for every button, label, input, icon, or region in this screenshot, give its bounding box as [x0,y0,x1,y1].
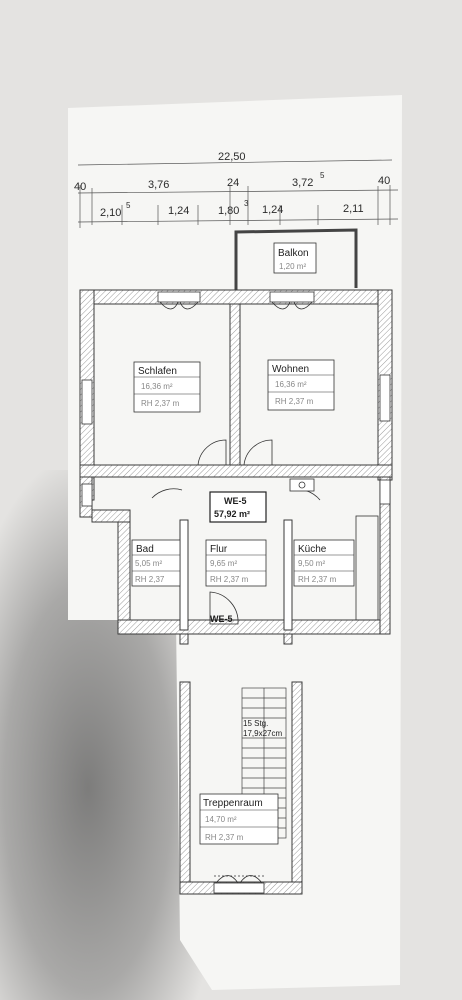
dimension-lines [77,159,399,228]
room-schlafen: Schlafen 16,36 m² RH 2,37 m [133,361,201,413]
flur-area: 9,65 m² [210,559,237,568]
bad-height: RH 2,37 [135,575,165,584]
dim-r2-g: 2,11 [343,203,364,215]
dim-r2-a: 2,10 [100,207,121,219]
room-bad: Bad 5,05 m² RH 2,37 [131,539,181,587]
room-treppenraum: Treppenraum 14,70 m² RH 2,37 m [199,793,279,845]
wohnen-name: Wohnen [272,364,309,375]
treppenraum-name: Treppenraum [203,798,263,809]
balkon: Balkon 1,20 m² [234,228,358,290]
wohnen-height: RH 2,37 m [275,397,314,406]
dim-r2-f: 1,24 [262,204,283,216]
room-wohnen: Wohnen 16,36 m² RH 2,37 m [267,359,335,411]
flur-name: Flur [210,544,228,555]
stairs-size: 17,9x27cm [243,729,282,738]
flur-height: RH 2,37 m [210,575,249,584]
bad-area: 5,05 m² [135,559,162,568]
dim-r1-d: 3,72 [292,177,313,189]
dim-r2-d: 1,80 [218,205,239,217]
treppenraum-height: RH 2,37 m [205,833,244,842]
dim-r1-c: 24 [227,177,239,189]
dim-r1-a: 40 [74,181,86,193]
dim-total: 22,50 [218,151,246,163]
dim-r1-f: 40 [378,175,390,187]
unit-entry-label: WE-5 [210,614,233,624]
dim-r1-b: 3,76 [148,179,169,191]
kitchen-counter [355,515,379,621]
bad-name: Bad [136,544,154,555]
dim-r2-e: 3 [244,199,249,208]
balkon-area: 1,20 m² [279,262,306,271]
dim-r1-e: 5 [320,171,325,180]
stairs-steps: 15 Stg. [243,719,268,728]
kueche-area: 9,50 m² [298,559,325,568]
door-swings [81,291,391,625]
schlafen-name: Schlafen [138,366,177,377]
room-kueche: Küche 9,50 m² RH 2,37 m [293,539,355,587]
dim-r2-c: 1,24 [168,205,189,217]
balkon-name: Balkon [278,248,309,259]
schlafen-area: 16,36 m² [141,382,173,391]
kueche-height: RH 2,37 m [298,575,337,584]
wohnen-area: 16,36 m² [275,380,307,389]
schlafen-height: RH 2,37 m [141,399,180,408]
unit-area: 57,92 m² [214,509,250,519]
unit-label: WE-5 57,92 m² WE-5 [209,491,267,624]
treppenraum-area: 14,70 m² [205,815,237,824]
entrance-door [213,875,265,894]
kueche-name: Küche [298,544,327,555]
unit-name: WE-5 [224,496,247,506]
room-flur: Flur 9,65 m² RH 2,37 m [205,539,267,587]
dim-r2-b: 5 [126,201,131,210]
